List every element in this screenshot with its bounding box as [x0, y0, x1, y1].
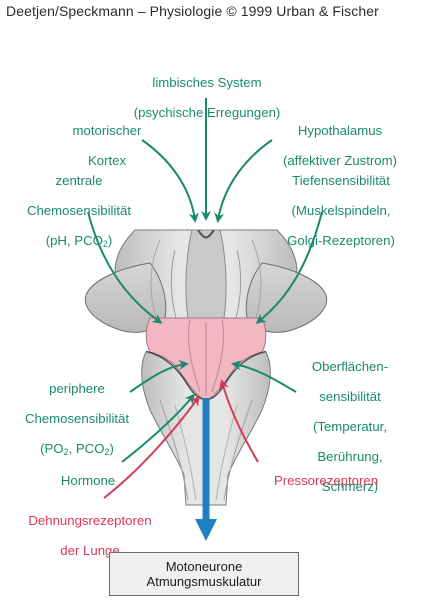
surface-line1: Oberflächen- [311, 359, 389, 374]
motor-line2: Kortex [87, 153, 127, 168]
central-line1: zentrale [55, 173, 103, 188]
brainstem-upper [84, 229, 328, 333]
label-deep-sensitivity: Tiefensensibilität (Muskelspindeln, Golg… [268, 158, 414, 248]
arrow-deep [255, 211, 323, 324]
motor-line1: motorischer [72, 123, 142, 138]
label-lung-stretch-receptors: Dehnungsrezeptoren der Lunge [6, 498, 174, 558]
label-surface-sensitivity: Oberflächen- sensibilität (Temperatur, B… [290, 344, 410, 494]
deep-line1: Tiefensensibilität [292, 173, 390, 188]
limbic-line1: limbisches System [152, 75, 262, 90]
deep-line2: (Muskelspindeln, [291, 203, 391, 218]
arrow-pressure [219, 379, 259, 463]
surface-line4: Berührung, [317, 449, 383, 464]
red-arrows [103, 379, 259, 499]
target-line2: Atmungsmuskulatur [146, 574, 262, 589]
limbic-line2: (psychische Erregungen) [133, 105, 281, 120]
hormones-text: Hormone [60, 473, 116, 488]
arrow-hypothalamus [214, 139, 273, 223]
arrow-peripheral [129, 359, 189, 393]
stretch-line1: Dehnungsrezeptoren [28, 513, 152, 528]
peripheral-line2: Chemosensibilität [24, 411, 130, 426]
hypo-line2: (affektiver Zustrom) [282, 153, 398, 168]
peripheral-line3: (PO2, PCO2) [40, 441, 114, 457]
label-central-chemosensitivity: zentrale Chemosensibilität (pH, PCO2) [10, 158, 148, 252]
peripheral-line1: periphere [49, 381, 105, 396]
arrow-central [87, 211, 163, 324]
pressure-text: Pressorezeptoren [273, 473, 379, 488]
surface-line2: sensibilität [319, 389, 381, 404]
label-peripheral-chemosensitivity: periphere Chemosensibilität (PO2, PCO2) [12, 366, 142, 460]
arrow-motor [141, 139, 199, 223]
label-hypothalamus: Hypothalamus (affektiver Zustrom) [266, 108, 414, 168]
target-line1: Motoneurone [165, 559, 243, 574]
arrow-stretch [103, 395, 200, 499]
deep-line3: Golgi-Rezeptoren) [287, 233, 395, 248]
copyright-header: Deetjen/Speckmann – Physiologie © 1999 U… [6, 3, 379, 19]
surface-line5: Schmerz) [321, 479, 379, 494]
hypo-line1: Hypothalamus [297, 123, 383, 138]
arrow-hormones [121, 393, 195, 463]
label-motor-cortex: motorischer Kortex [52, 108, 162, 168]
label-limbic-system: limbisches System (psychische Erregungen… [118, 60, 296, 120]
label-pressoreceptors: Pressorezeptoren [256, 458, 396, 488]
surface-line3: (Temperatur, [312, 419, 388, 434]
label-hormones: Hormone [48, 458, 128, 488]
arrow-surface [231, 360, 297, 393]
motoneuron-target-box: Motoneurone Atmungsmuskulatur [109, 552, 299, 596]
central-line2: Chemosensibilität [26, 203, 132, 218]
central-line3: (pH, PCO2) [45, 233, 113, 249]
input-arrows [87, 98, 323, 463]
